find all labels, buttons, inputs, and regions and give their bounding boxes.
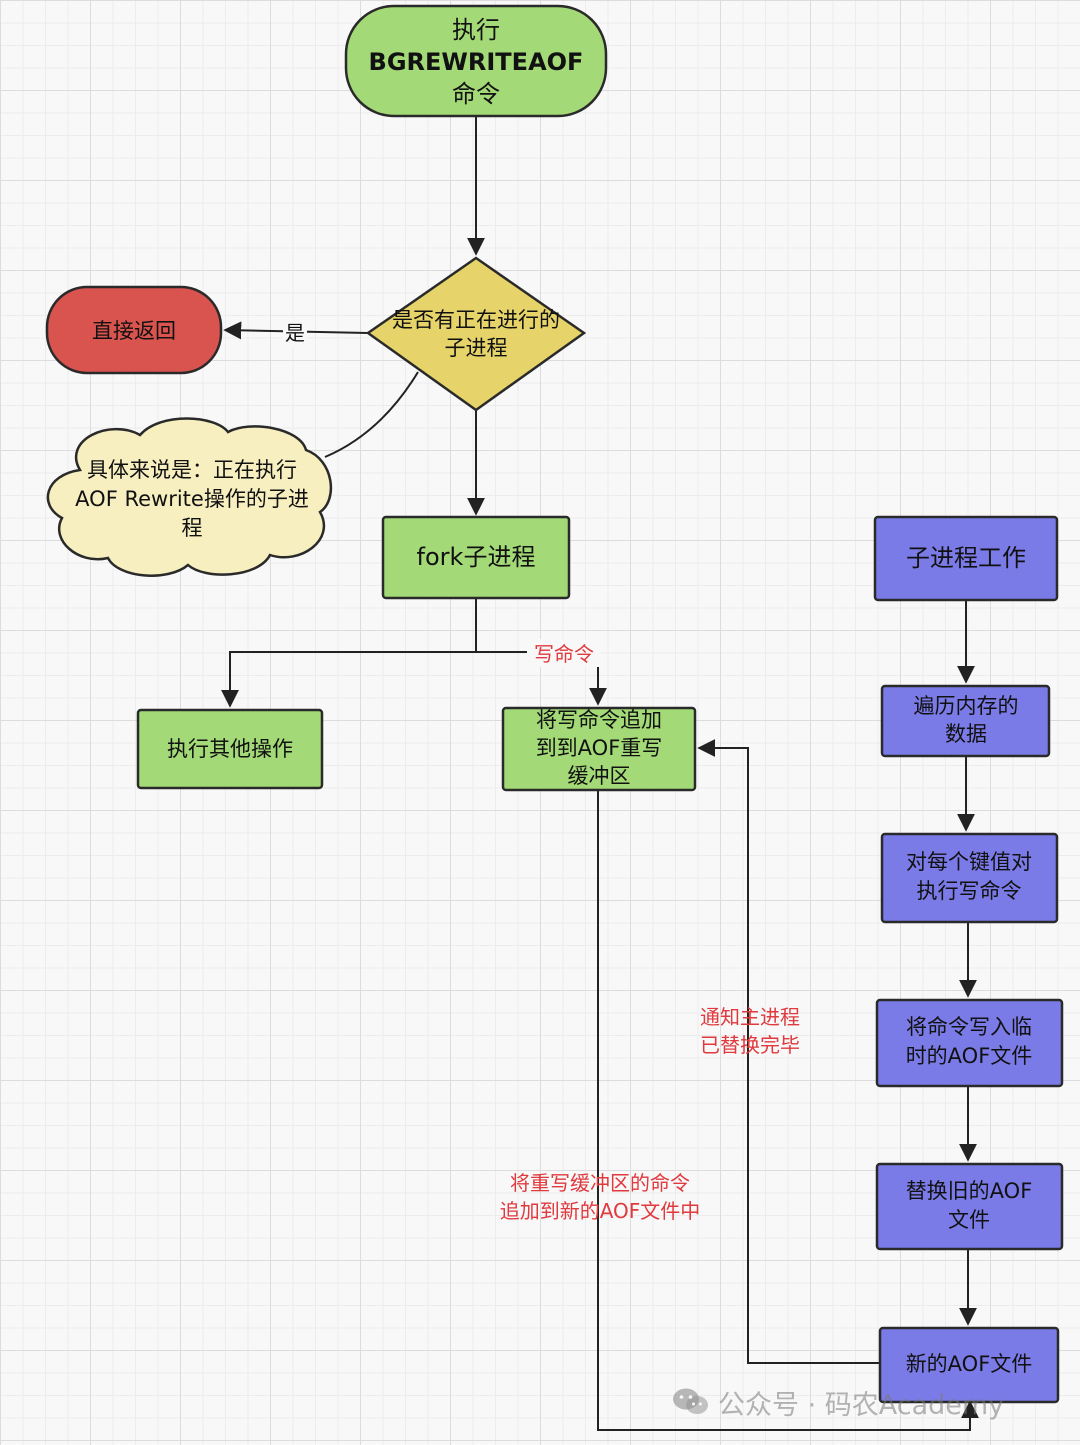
edge-newaof-notify-main xyxy=(697,739,880,1364)
node-decision: 是否有正在进行的 子进程 xyxy=(365,256,587,412)
node-per-key-line2: 执行写命令 xyxy=(917,879,1022,903)
node-other-ops-label: 执行其他操作 xyxy=(167,737,293,761)
node-return-label: 直接返回 xyxy=(92,319,176,343)
edge-label-yes: 是 xyxy=(285,321,305,345)
node-decision-line2: 子进程 xyxy=(445,336,508,360)
node-append-buffer-line1: 将写命令追加 xyxy=(536,708,662,732)
node-replace-line2: 文件 xyxy=(948,1208,990,1232)
node-child-work-label: 子进程工作 xyxy=(906,544,1026,572)
node-write-temp: 将命令写入临 时的AOF文件 xyxy=(875,998,1064,1088)
edge-label-notify-line1: 通知主进程 xyxy=(700,1005,800,1029)
node-start: 执行 BGREWRITEAOF 命令 xyxy=(344,4,608,118)
node-per-key: 对每个键值对 执行写命令 xyxy=(880,832,1059,924)
node-return: 直接返回 xyxy=(45,285,223,375)
node-append-buffer-line2: 到到AOF重写 xyxy=(536,736,663,760)
node-write-temp-line2: 时的AOF文件 xyxy=(906,1044,1033,1068)
edge-buffer-to-newaof xyxy=(597,790,979,1431)
edge-label-append-new-line2: 追加到新的AOF文件中 xyxy=(500,1199,701,1223)
node-start-line2: BGREWRITEAOF xyxy=(369,48,584,76)
node-fork: fork子进程 xyxy=(381,515,571,600)
node-write-temp-line1: 将命令写入临 xyxy=(906,1015,1032,1039)
node-child-work: 子进程工作 xyxy=(873,515,1059,602)
wechat-icon xyxy=(672,1387,710,1417)
node-append-buffer-line3: 缓冲区 xyxy=(568,764,631,788)
node-fork-label: fork子进程 xyxy=(417,543,536,571)
node-note-line3: 程 xyxy=(182,516,203,540)
edge-label-append-new-line1: 将重写缓冲区的命令 xyxy=(510,1171,690,1195)
node-traverse: 遍历内存的 数据 xyxy=(880,684,1051,758)
node-start-line1: 执行 xyxy=(452,16,500,44)
node-replace: 替换旧的AOF 文件 xyxy=(875,1162,1064,1251)
node-note-line1: 具体来说是：正在执行 xyxy=(87,458,297,482)
edge-label-notify-line2: 已替换完毕 xyxy=(700,1033,800,1057)
node-start-line3: 命令 xyxy=(452,80,500,108)
node-per-key-line1: 对每个键值对 xyxy=(906,850,1032,874)
edge-label-write-command: 写命令 xyxy=(534,642,594,666)
node-append-buffer: 将写命令追加 到到AOF重写 缓冲区 xyxy=(501,706,697,792)
node-note-cloud: 具体来说是：正在执行 AOF Rewrite操作的子进 程 xyxy=(46,417,333,577)
node-traverse-line1: 遍历内存的 xyxy=(914,694,1019,718)
node-traverse-line2: 数据 xyxy=(945,722,987,746)
watermark: 公众号 · 码农Academy xyxy=(672,1380,1004,1424)
node-note-line2: AOF Rewrite操作的子进 xyxy=(75,487,309,511)
node-replace-line1: 替换旧的AOF xyxy=(906,1179,1033,1203)
node-new-aof-label: 新的AOF文件 xyxy=(906,1352,1033,1376)
node-decision-line1: 是否有正在进行的 xyxy=(392,308,560,332)
watermark-text: 公众号 · 码农Academy xyxy=(718,1389,1005,1421)
node-other-ops: 执行其他操作 xyxy=(136,708,324,790)
edge-fork-split xyxy=(221,598,477,708)
node-new-aof: 新的AOF文件 xyxy=(878,1326,1060,1404)
edge-decision-to-note xyxy=(324,371,419,458)
